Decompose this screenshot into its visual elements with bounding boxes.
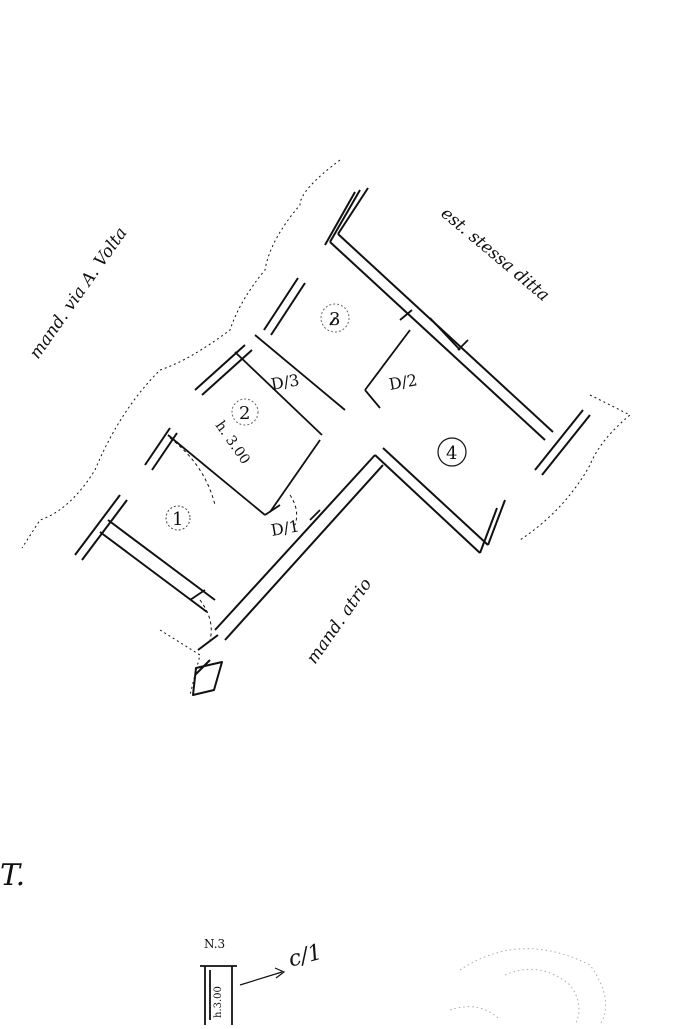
room-3-marker: 3	[320, 303, 350, 333]
room-1-number: 1	[172, 509, 183, 530]
margin-mark: T.	[0, 858, 25, 893]
interior-walls	[167, 309, 469, 601]
door-mark-2: D/2	[387, 370, 418, 394]
label-via-volta: mand. via A. Volta	[26, 224, 132, 363]
bottom-detail-height: h.3.00	[213, 986, 224, 1018]
plan-group	[21, 159, 631, 696]
outer-walls	[99, 187, 554, 641]
street-labels: mand. via A. Volta est. stessa ditta man…	[26, 204, 553, 668]
door-mark-1: D/1	[269, 516, 300, 540]
room-2-height: h. 3.00	[212, 418, 253, 467]
faint-stamp	[449, 948, 607, 1026]
outline-contour	[21, 159, 631, 696]
room-markers: 1 2 h. 3.00 3 4	[165, 303, 467, 531]
room-4-marker: 4	[437, 437, 467, 467]
room-3-number: 3	[329, 309, 340, 330]
bottom-detail-ratio: c/1	[286, 940, 325, 973]
entrance-bracket	[192, 661, 223, 696]
room-4-number: 4	[446, 443, 457, 464]
door-mark-3: D/3	[269, 370, 300, 394]
door-labels: D/1 D/3 D/2	[269, 370, 418, 540]
bottom-detail: N.3 h.3.00 c/1	[200, 937, 607, 1026]
room-1-marker: 1	[165, 505, 191, 531]
room-2-number: 2	[239, 403, 250, 424]
label-atrio: mand. atrio	[303, 575, 377, 668]
bottom-detail-header: N.3	[204, 937, 225, 951]
room-2-marker: 2 h. 3.00	[212, 398, 259, 468]
door-arcs	[169, 437, 298, 641]
label-stessa-ditta: est. stessa ditta	[437, 204, 553, 306]
